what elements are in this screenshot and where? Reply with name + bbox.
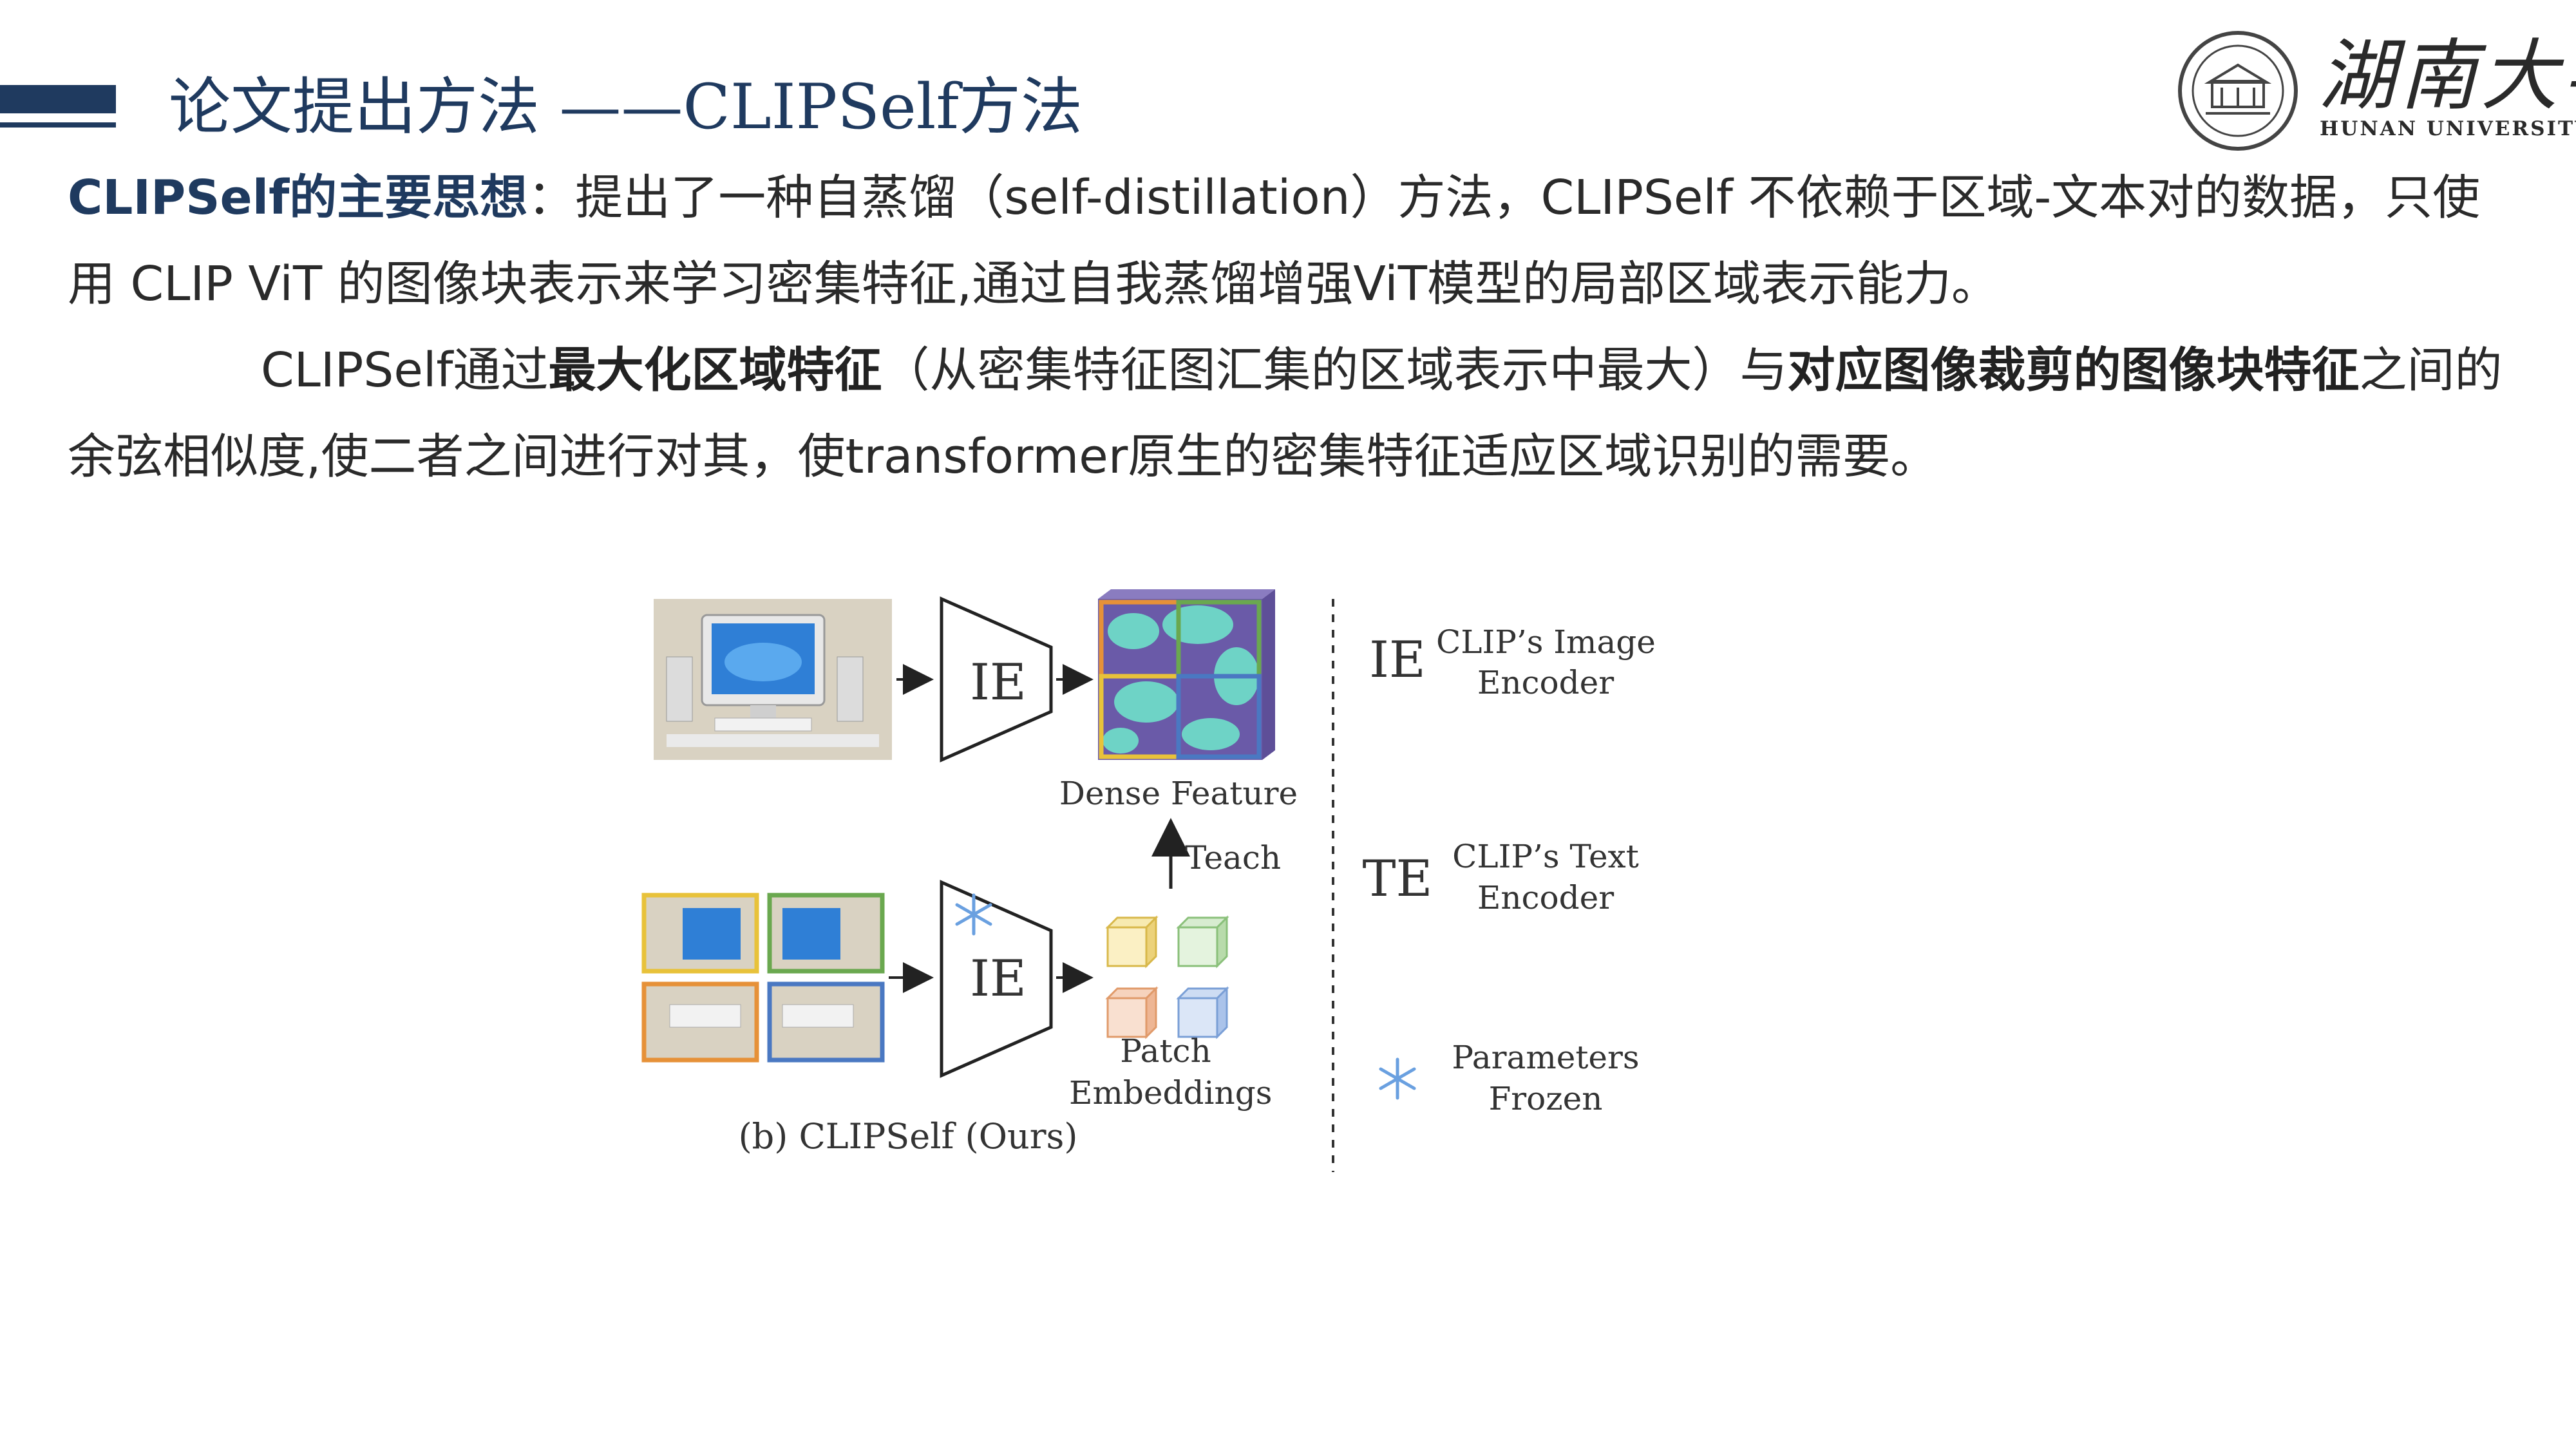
image-encoder-bottom: [940, 880, 1053, 1078]
teach-label: Teach: [1185, 839, 1282, 876]
legend-te-abbr: TE: [1362, 850, 1433, 908]
main-idea-label: CLIPSelf的主要思想: [68, 170, 528, 225]
method-text-d: 之间的余弦相似度,使二者之间进行对其，使transformer原生的密集特征适应…: [68, 343, 2503, 484]
legend-ie-line2: Encoder: [1477, 664, 1615, 701]
legend-snowflake-icon: [1379, 1057, 1416, 1100]
university-logo: 湖南大学 HUNAN UNIVERSITY: [2177, 23, 2576, 152]
main-idea-text: ：提出了一种自蒸馏（self-distillation）方法，CLIPSelf …: [68, 170, 2481, 312]
image-encoder-top: [940, 596, 1053, 762]
ie-label-top: IE: [970, 654, 1027, 712]
dense-feature-map: [1098, 589, 1275, 760]
header-accent-bar: [0, 85, 116, 113]
university-name-cn: 湖南大学: [2318, 32, 2576, 121]
dense-feature-label: Dense Feature: [1059, 775, 1298, 812]
figure-drawing: [641, 589, 1416, 1172]
method-text-c: （从密集特征图汇集的区域表示中最大）与: [882, 343, 1788, 398]
clipself-figure: IE IE Dense Feature Teach Patch Embeddin…: [631, 586, 1700, 1191]
legend-frozen-line2: Frozen: [1488, 1080, 1603, 1117]
paragraph-main-idea: CLIPSelf的主要思想：提出了一种自蒸馏（self-distillation…: [68, 155, 2528, 327]
legend-frozen-line1: Parameters: [1452, 1039, 1640, 1076]
legend-te-line1: CLIP’s Text: [1452, 838, 1639, 875]
full-image-computer: [654, 599, 892, 760]
method-bold-crop-feature: 对应图像裁剪的图像块特征: [1787, 343, 2360, 398]
legend-ie-abbr: IE: [1369, 631, 1426, 689]
ie-label-bottom: IE: [970, 950, 1027, 1008]
image-crops: [641, 893, 885, 1063]
paragraph-method: CLIPSelf通过最大化区域特征（从密集特征图汇集的区域表示中最大）与对应图像…: [68, 327, 2528, 500]
university-name-en: HUNAN UNIVERSITY: [2320, 117, 2576, 140]
legend-ie-line1: CLIP’s Image: [1436, 623, 1656, 661]
method-bold-region-feature: 最大化区域特征: [548, 343, 882, 398]
embeddings-label: Embeddings: [1069, 1074, 1273, 1112]
method-text-a: CLIPSelf通过: [261, 343, 549, 398]
university-seal-icon: [2178, 31, 2298, 151]
header-accent-underline: [0, 122, 116, 128]
snowflake-icon: [955, 893, 992, 936]
patch-embeddings: [1105, 915, 1229, 1039]
page-title: 论文提出方法 ——CLIPSelf方法: [169, 71, 1083, 143]
patch-label: Patch: [1120, 1032, 1211, 1070]
legend-te-line2: Encoder: [1477, 879, 1615, 916]
figure-caption: (b) CLIPSelf (Ours): [738, 1116, 1078, 1157]
